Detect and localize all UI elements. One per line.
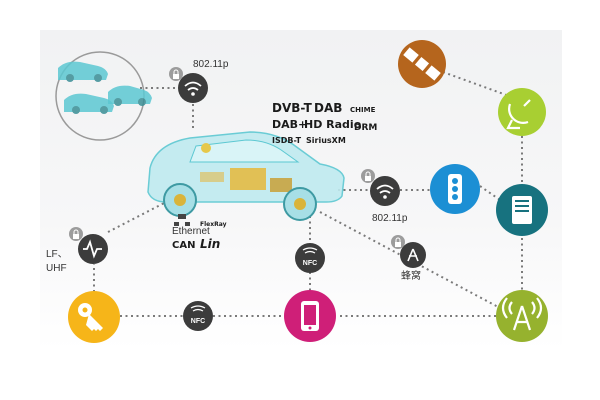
satellite-dish-node[interactable]	[498, 88, 546, 136]
fleet-car-icon	[108, 85, 152, 106]
lin-logo: Lin	[200, 237, 220, 251]
phone-icon	[301, 301, 319, 331]
fleet-car-icon	[64, 93, 114, 114]
isdb-t-logo: ISDB-T	[272, 136, 302, 145]
chime-logo: CHIME	[350, 106, 376, 114]
nfc-node-phone[interactable]: NFC	[295, 243, 325, 273]
radio-tower-icon	[501, 297, 543, 331]
nfc-waves-icon	[302, 247, 318, 254]
ethernet-icon	[174, 214, 190, 226]
main-vehicle	[147, 131, 345, 221]
nfc-badge: NFC	[303, 260, 317, 267]
phone-node[interactable]	[284, 290, 336, 342]
ethernet-label: Ethernet	[172, 226, 210, 237]
traffic-light-icon	[448, 174, 462, 204]
lock-icon	[69, 227, 83, 241]
satellite-dish-icon	[506, 99, 531, 130]
key-node[interactable]	[68, 291, 120, 343]
flexray-logo: FlexRay	[200, 221, 227, 228]
dab-logo: DAB	[314, 101, 342, 115]
dab-plus-logo: DAB+	[272, 118, 307, 131]
siriusxm-logo: SiriusXM	[306, 136, 346, 145]
traffic-light-node[interactable]	[430, 164, 480, 214]
nfc-node-key[interactable]: NFC	[183, 301, 213, 331]
lock-icon	[169, 67, 183, 81]
link-car-tower	[319, 211, 501, 309]
broadcast-logos: DVB-T DAB CHIME DAB+ HD Radio DRM ISDB-T…	[272, 101, 377, 145]
wifi-node-top[interactable]: 802.11p	[169, 59, 229, 103]
can-logo: CAN	[172, 240, 195, 251]
lf-label: LF、	[46, 249, 68, 260]
wifi-icon	[184, 81, 202, 91]
lock-icon	[361, 169, 375, 183]
wifi-node-right[interactable]: 802.11p	[361, 169, 408, 224]
cellular-label: 蜂窝	[401, 269, 421, 282]
wifi-top-label: 802.11p	[193, 59, 229, 70]
key-icon	[78, 303, 103, 331]
satellite-node[interactable]	[398, 40, 446, 88]
server-node[interactable]	[496, 184, 548, 236]
lf-uhf-node[interactable]: LF、 UHF	[46, 227, 108, 274]
bus-logos: Ethernet FlexRay CAN Lin	[172, 214, 227, 251]
dotted-links	[93, 71, 523, 317]
lock-icon	[391, 235, 405, 249]
satellite-icon	[403, 47, 441, 81]
tower-node[interactable]	[496, 290, 548, 342]
link-light-server	[479, 185, 501, 201]
nfc-badge: NFC	[191, 318, 205, 325]
link-lf-car	[107, 199, 171, 233]
cellular-node[interactable]: 蜂窝	[391, 235, 426, 282]
dvb-t-logo: DVB-T	[272, 101, 313, 115]
uhf-label: UHF	[46, 263, 67, 274]
wifi-right-label: 802.11p	[372, 213, 408, 224]
nfc-waves-icon	[190, 305, 206, 312]
signal-wave-icon	[83, 239, 102, 259]
server-icon	[512, 196, 532, 224]
cell-tower-icon	[407, 248, 419, 262]
drm-logo: DRM	[354, 123, 377, 133]
wifi-icon	[376, 184, 394, 194]
vehicle-fleet	[55, 51, 152, 141]
fleet-car-icon	[58, 61, 108, 82]
hd-radio-logo: HD Radio	[304, 118, 362, 131]
